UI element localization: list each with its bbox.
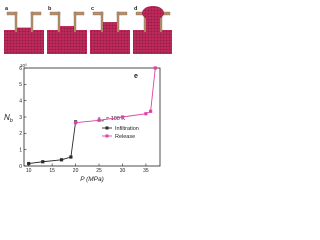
data-point [41,160,45,164]
pore-channel-left [14,11,18,33]
x-tick-label: 15 [49,168,55,174]
x-tick-label: 20 [73,168,79,174]
x-tick-label: 30 [120,168,126,174]
y-tick-label: 5 [19,82,22,88]
data-point [153,66,157,70]
data-point [149,109,153,113]
snapshot-panels: a b c d [4,6,172,54]
legend-label: Release [115,134,135,140]
panel-label-e: e [134,73,138,80]
molecule-reservoir [90,30,130,54]
snapshot-panel-b: b [47,6,87,54]
data-point [27,161,31,166]
x-tick-label: 25 [96,168,102,174]
data-point [97,118,101,122]
molecule-reservoir [133,30,172,54]
data-point [120,115,125,119]
legend-marker [105,126,109,130]
chart-background [0,60,172,189]
pore-channel-right [73,11,77,33]
molecule-reservoir [47,30,87,54]
infiltrated-molecules [60,26,74,31]
snapshot-panel-c: c [90,6,130,54]
x-axis-label: P (MPa) [80,176,104,183]
legend-label: Infiltration [115,126,139,132]
legend-item-release: Release [102,134,135,140]
infiltrated-molecules [103,22,117,31]
y-axis-label: Nb [4,113,13,124]
snapshot-panel-a: a [4,6,44,54]
molecule-reservoir [4,30,44,54]
data-point [144,112,148,116]
y-tick-label: 6 [19,66,22,72]
y-tick-label: 2 [19,131,22,137]
legend-item-infiltration: Infiltration [102,126,139,132]
pore-channel-right [116,11,120,33]
series-release [73,66,157,125]
data-point [73,121,78,125]
panel-label-c: c [91,6,94,12]
panel-label-b: b [48,6,52,12]
legend-marker [105,134,109,138]
y-tick-label: 1 [19,147,22,153]
y-tick-label: 0 [19,164,22,170]
panel-label-d: d [134,6,137,12]
data-point [59,158,64,162]
y-tick-label: 4 [19,98,22,104]
y-axis-scale-label: 10³ [20,63,27,68]
x-tick-label: 35 [143,168,149,174]
molecule-droplet [142,6,164,20]
infiltrated-molecules [146,17,160,31]
series-line [75,67,156,124]
panel-label-a: a [5,6,9,12]
infiltrated-molecules [17,27,31,31]
data-point [69,155,73,159]
x-tick-label: 10 [26,168,32,174]
snapshot-panel-d: d [133,6,172,54]
pore-channel-left [100,11,104,33]
y-tick-label: 3 [19,115,22,121]
pore-channel-left [57,11,61,33]
pore-channel-right [30,11,34,33]
